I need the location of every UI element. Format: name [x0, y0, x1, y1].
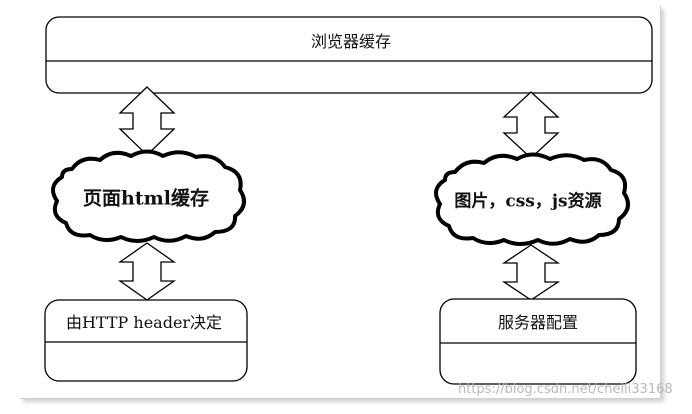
browser-cache-title: 浏览器缓存 [310, 32, 392, 51]
double-arrow-icon [502, 91, 560, 159]
cloud-shape [51, 149, 246, 243]
server-config-label: 服务器配置 [497, 313, 579, 332]
double-arrow-icon [501, 244, 561, 301]
cloud-shape [434, 152, 630, 246]
http-header-label: 由HTTP header决定 [65, 313, 223, 332]
server-config-box [439, 298, 637, 385]
static-resource-cache-label: 图片，css，js资源 [454, 191, 602, 212]
double-arrow-icon [118, 86, 176, 156]
watermark-text: https://blog.csdn.net/chelli33168 [458, 382, 673, 397]
html-cache-label: 页面html缓存 [83, 187, 209, 210]
double-arrow-icon [117, 242, 177, 301]
http-header-box [44, 299, 248, 382]
browser-cache-box [45, 16, 653, 94]
